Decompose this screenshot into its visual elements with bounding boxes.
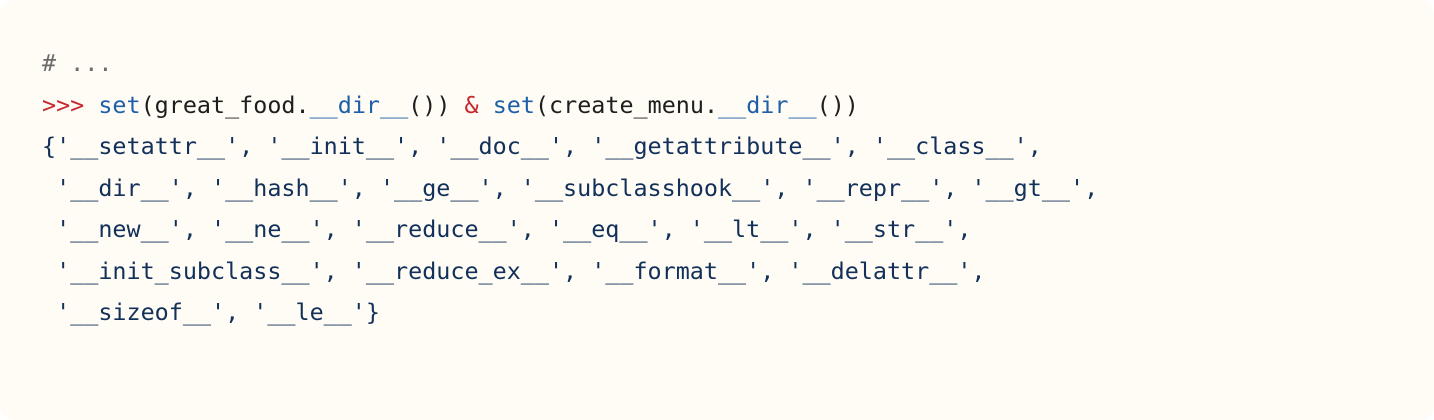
code-line-comment: # ... (42, 43, 1434, 85)
output-line: '__init_subclass__', '__reduce_ex__', '_… (42, 256, 986, 285)
intersection-operator: & (464, 90, 479, 119)
call-1-close: ()) (408, 90, 465, 119)
output-line: {'__setattr__', '__init__', '__doc__', '… (42, 132, 1042, 160)
output-line: '__sizeof__', '__le__'} (42, 298, 380, 326)
output-line: '__dir__', '__hash__', '__ge__', '__subc… (42, 173, 1099, 202)
call-2-close: ()) (816, 90, 859, 119)
operator-space (479, 91, 493, 119)
repl-prompt: >>> (42, 90, 99, 119)
builtin-set-2: set (492, 90, 535, 119)
comment-text: # ... (42, 49, 113, 77)
output-line: '__new__', '__ne__', '__reduce__', '__eq… (42, 215, 972, 243)
code-line-input: >>> set(great_food.__dir__()) & set(crea… (42, 85, 1434, 127)
dunder-dir-1: __dir__ (309, 90, 409, 119)
call-2-open: (create_menu. (534, 90, 719, 119)
builtin-set-1: set (98, 90, 141, 119)
call-1-open: (great_food. (140, 90, 310, 119)
dunder-dir-2: __dir__ (718, 90, 817, 119)
